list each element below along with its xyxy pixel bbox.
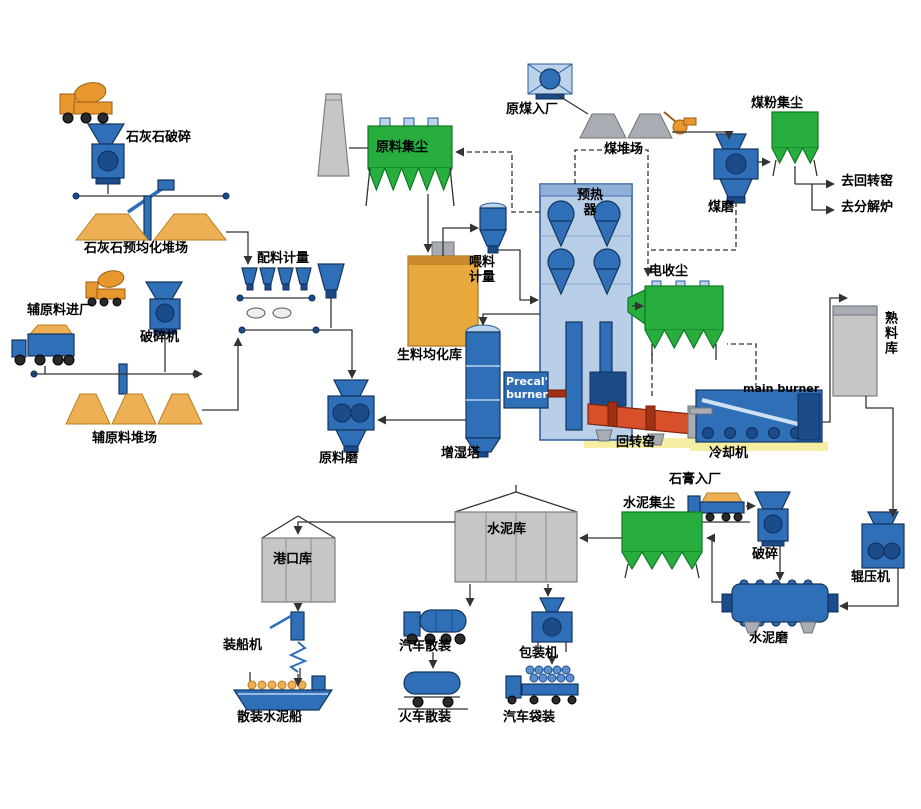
precalciner-vessel <box>503 371 549 409</box>
port-silo-unit <box>261 515 336 603</box>
limestone-stacker <box>127 179 175 241</box>
label-truck-bulk-loading: 汽车散装 <box>399 639 452 654</box>
label-port-silo: 港口库 <box>273 552 313 567</box>
label-preheater: 预热器 <box>576 188 603 218</box>
roller-press-unit <box>861 511 905 569</box>
limestone-crusher <box>86 123 126 185</box>
aux-dump-truck <box>11 324 75 366</box>
label-bulk-cement-ship: 散装水泥船 <box>237 710 303 725</box>
label-train-bulk-loading: 火车散装 <box>399 710 452 725</box>
label-gypsum-entry: 石膏入厂 <box>669 472 722 487</box>
batching-feed-hopper <box>317 263 345 328</box>
label-rotary-kiln: 回转窑 <box>616 435 656 450</box>
bagged-truck <box>505 665 579 705</box>
humidifying-tower-unit <box>464 324 502 458</box>
preheater-tower <box>539 183 633 441</box>
aux-crusher <box>144 281 184 335</box>
label-esp: 电收尘 <box>649 264 689 279</box>
label-roller-press: 辊压机 <box>851 570 891 585</box>
label-cement-mill: 水泥磨 <box>749 631 789 646</box>
bulk-truck <box>403 609 467 645</box>
coal-mill-unit <box>713 133 759 204</box>
label-main-burner: main burner <box>743 382 820 395</box>
coal-piles <box>579 113 673 139</box>
clinker-silo-unit <box>832 305 878 397</box>
gypsum-crusher-unit <box>754 491 791 547</box>
limestone-mixer-truck <box>59 82 113 124</box>
label-crusher: 破碎机 <box>140 330 180 345</box>
label-raw-material-dust-collector: 原料集尘 <box>376 140 429 155</box>
ground-patches <box>584 438 828 451</box>
label-coal-yard: 煤堆场 <box>604 142 644 157</box>
cement-mill-unit <box>721 579 839 634</box>
label-gypsum-crushing: 破碎 <box>752 547 779 562</box>
label-batching-metering: 配料计量 <box>257 251 310 266</box>
feed-metering-unit <box>479 202 507 254</box>
label-feed-metering: 喂料计量 <box>468 255 495 285</box>
batching-hoppers <box>241 267 312 291</box>
rotary-kiln-unit <box>587 401 693 435</box>
label-packing-machine: 包装机 <box>519 646 559 661</box>
aux-mixer-truck <box>85 270 126 307</box>
coal-reclaimer <box>663 111 697 135</box>
label-coal-mill: 煤磨 <box>708 200 735 215</box>
label-raw-mill: 原料磨 <box>319 451 359 466</box>
connector-lines <box>32 93 899 687</box>
aux-piles <box>65 393 203 425</box>
label-ship-loader: 装船机 <box>223 638 263 653</box>
chimney <box>317 93 350 177</box>
label-clinker-silo: 熟料库 <box>881 311 897 356</box>
label-limestone-crushing: 石灰石破碎 <box>126 130 192 145</box>
label-to-calciner: 去分解炉 <box>841 200 894 215</box>
batching-conveyors <box>236 294 320 334</box>
label-to-rotary-kiln: 去回转窑 <box>841 174 894 189</box>
ship-loader-unit <box>269 611 308 673</box>
raw-mill-unit <box>327 379 375 453</box>
aux-stacker <box>118 363 128 395</box>
main-burner-pipe <box>689 407 713 415</box>
coal-dust-collector-unit <box>771 111 819 177</box>
label-humidifying-tower: 增湿塔 <box>441 446 481 461</box>
gypsum-truck <box>684 492 750 523</box>
bulk-train <box>398 671 468 710</box>
label-aux-material-yard: 辅原料堆场 <box>92 431 158 446</box>
cement-silo-unit <box>454 485 578 583</box>
esp-unit <box>627 280 724 360</box>
cooler-unit <box>695 389 823 443</box>
label-cement-silo: 水泥库 <box>487 522 527 537</box>
gas-duct-lines <box>455 147 757 396</box>
label-truck-bag-loading: 汽车袋装 <box>503 710 556 725</box>
label-cement-dust-collector: 水泥集尘 <box>623 496 676 511</box>
label-raw-meal-homogenizing-silo: 生料均化库 <box>397 348 463 363</box>
packing-machine-unit <box>531 597 573 652</box>
raw-coal-tippler <box>527 63 573 100</box>
limestone-preblending-piles <box>74 213 228 241</box>
raw-material-dust-collector-unit <box>365 117 455 207</box>
label-precalciner-burner: Precal' burner <box>505 375 549 401</box>
label-coal-dust-collector: 煤粉集尘 <box>751 96 804 111</box>
label-cooler: 冷却机 <box>709 446 749 461</box>
label-raw-coal-entry: 原煤入厂 <box>506 102 559 117</box>
label-limestone-preblending-yard: 石灰石预均化堆场 <box>84 241 189 256</box>
bulk-cement-ship-hull <box>232 668 334 711</box>
precalciner-burner-nozzle <box>547 389 567 398</box>
cement-dust-collector-unit <box>621 511 703 579</box>
label-aux-material-entry: 辅原料进厂 <box>27 303 93 318</box>
